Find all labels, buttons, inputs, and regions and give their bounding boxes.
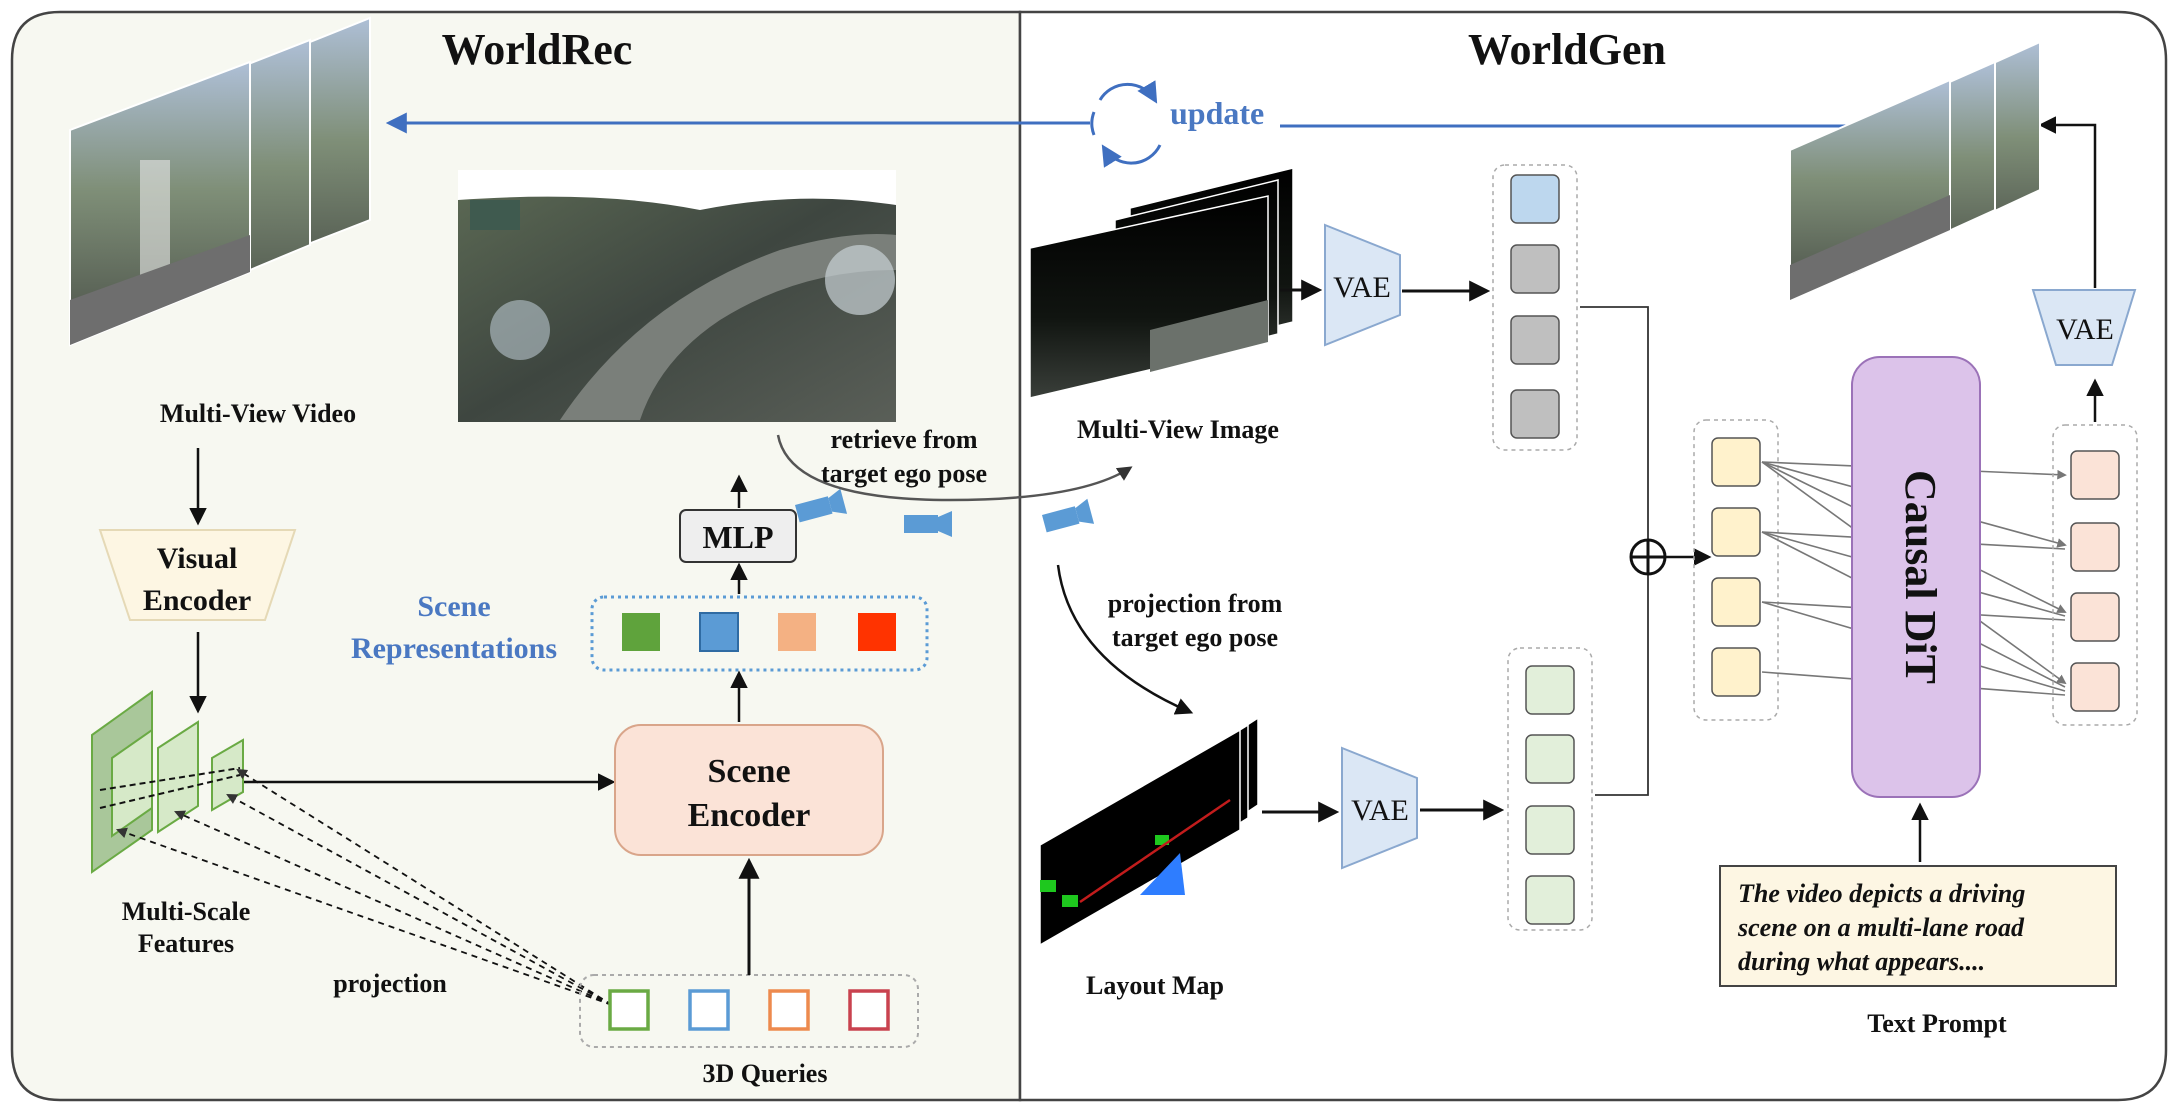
layout-token	[1525, 805, 1575, 855]
vae-bottom-label: VAE	[1351, 794, 1409, 827]
layout-map-stack	[1039, 716, 1259, 947]
scene-rep-orange	[778, 613, 816, 651]
multi-view-video-label: Multi-View Video	[160, 399, 356, 428]
layout-token-column	[1507, 647, 1593, 931]
scene-rep-label-2: Representations	[351, 632, 557, 665]
scene-rep-red	[858, 613, 896, 651]
camera-icon	[795, 488, 848, 523]
vae-out-label: VAE	[2056, 313, 2114, 346]
multi-view-video-stack	[69, 16, 371, 347]
image-token	[1510, 174, 1560, 224]
scene-rep-green	[622, 613, 660, 651]
scene-representations	[590, 595, 929, 672]
projection-from-label-1: projection from	[1108, 589, 1283, 618]
retrieve-label-2: target ego pose	[821, 459, 987, 488]
vae-output: VAE	[2031, 289, 2137, 366]
layout-token	[1525, 875, 1575, 925]
multi-scale-label-1: Multi-Scale	[122, 897, 251, 926]
scene-encoder-label-1: Scene	[707, 753, 790, 790]
output-token	[2070, 450, 2120, 500]
dit-output-tokens	[2052, 424, 2138, 726]
image-token	[1510, 244, 1560, 294]
text-prompt-line-2: scene on a multi-lane road	[1737, 913, 2025, 942]
query-green	[608, 989, 650, 1031]
text-prompt-caption: Text Prompt	[1867, 1009, 2007, 1038]
visual-encoder: Visual Encoder	[98, 529, 297, 621]
input-token	[1711, 577, 1761, 627]
text-prompt-line-1: The video depicts a driving	[1738, 879, 2025, 908]
mlp-block: MLP	[679, 509, 797, 563]
vae-top-label: VAE	[1333, 271, 1391, 304]
queries-label: 3D Queries	[703, 1059, 828, 1088]
vae-bottom: VAE	[1341, 746, 1418, 870]
causal-dit-block: Causal DiT	[1851, 356, 1981, 798]
projection-from-label-2: target ego pose	[1112, 623, 1278, 652]
multi-scale-features	[91, 690, 244, 874]
dit-input-tokens	[1693, 419, 1779, 721]
layout-token	[1525, 665, 1575, 715]
query-orange	[768, 989, 810, 1031]
input-token	[1711, 647, 1761, 697]
scene-rep-label-1: Scene	[417, 590, 490, 623]
generated-video-stack	[1789, 40, 2041, 302]
multi-view-image-label: Multi-View Image	[1077, 415, 1279, 444]
text-prompt-box: The video depicts a driving scene on a m…	[1719, 865, 2117, 987]
output-token	[2070, 662, 2120, 712]
scene-encoder: Scene Encoder	[614, 724, 884, 856]
projection-lines	[115, 768, 613, 1006]
image-token-column	[1492, 164, 1578, 451]
visual-encoder-label-2: Encoder	[143, 584, 251, 617]
vae-top: VAE	[1324, 223, 1401, 347]
worldrec-title: WorldRec	[442, 25, 633, 74]
mlp-label: MLP	[702, 519, 773, 555]
input-token	[1711, 507, 1761, 557]
text-prompt-line-3: during what appears....	[1738, 947, 1985, 976]
update-label: update	[1170, 95, 1264, 131]
worldgen-title: WorldGen	[1468, 25, 1666, 74]
output-token	[2070, 592, 2120, 642]
scene-rep-blue	[699, 612, 739, 652]
image-token	[1510, 389, 1560, 439]
visual-encoder-label-1: Visual	[157, 542, 238, 575]
add-operator-icon	[1629, 538, 1667, 576]
layout-map-label: Layout Map	[1086, 971, 1224, 1000]
multi-view-image-stack	[1029, 167, 1294, 399]
layout-token	[1525, 734, 1575, 784]
reconstructed-scene-image	[458, 170, 896, 422]
projection-label: projection	[333, 969, 447, 998]
camera-icons	[795, 488, 1095, 537]
update-flow: update	[385, 80, 1852, 168]
image-token	[1510, 315, 1560, 365]
retrieve-label-1: retrieve from	[831, 425, 978, 454]
query-red	[848, 989, 890, 1031]
camera-icon	[904, 511, 952, 537]
refresh-icon	[1090, 80, 1162, 168]
output-token	[2070, 522, 2120, 572]
query-blue	[688, 989, 730, 1031]
scene-encoder-label-2: Encoder	[688, 797, 811, 834]
multi-scale-label-2: Features	[138, 929, 234, 958]
causal-dit-label: Causal DiT	[1896, 470, 1945, 684]
camera-icon	[1042, 498, 1095, 533]
input-token	[1711, 437, 1761, 487]
